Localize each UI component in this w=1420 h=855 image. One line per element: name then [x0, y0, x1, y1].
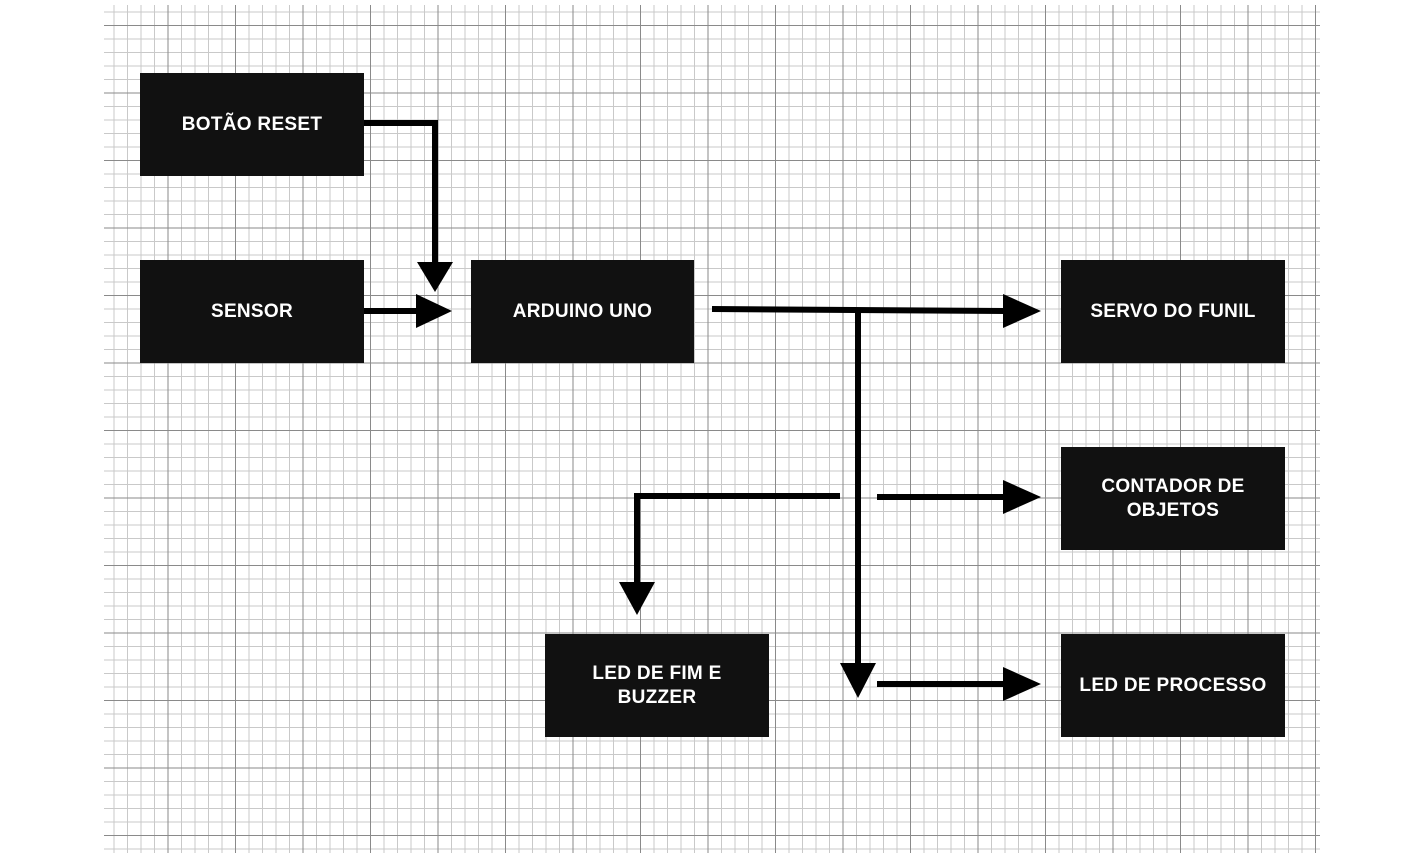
- arrow-arduino-to-servo: [711, 306, 1006, 314]
- arrowhead-led-processo: [1003, 667, 1041, 701]
- arrow-reset-to-arduino: [364, 120, 438, 262]
- arrowhead-sensor: [416, 294, 452, 328]
- arrowhead-led-fim: [619, 582, 655, 615]
- contador-de-objetos-block: CONTADOR DE OBJETOS: [1061, 447, 1285, 550]
- led-de-fim-e-buzzer-block: LED DE FIM E BUZZER: [545, 634, 769, 737]
- arrow-to-led-fim: [634, 493, 840, 585]
- arrowhead-reset: [417, 262, 453, 292]
- botao-reset-block: BOTÃO RESET: [140, 73, 364, 176]
- servo-do-funil-block: SERVO DO FUNIL: [1061, 260, 1285, 363]
- arrowhead-contador: [1003, 480, 1041, 514]
- arduino-uno-block: ARDUINO UNO: [471, 260, 694, 363]
- arrowhead-bus-down: [840, 663, 876, 698]
- sensor-block: SENSOR: [140, 260, 364, 363]
- led-de-processo-block: LED DE PROCESSO: [1061, 634, 1285, 737]
- arrowhead-servo: [1003, 294, 1041, 328]
